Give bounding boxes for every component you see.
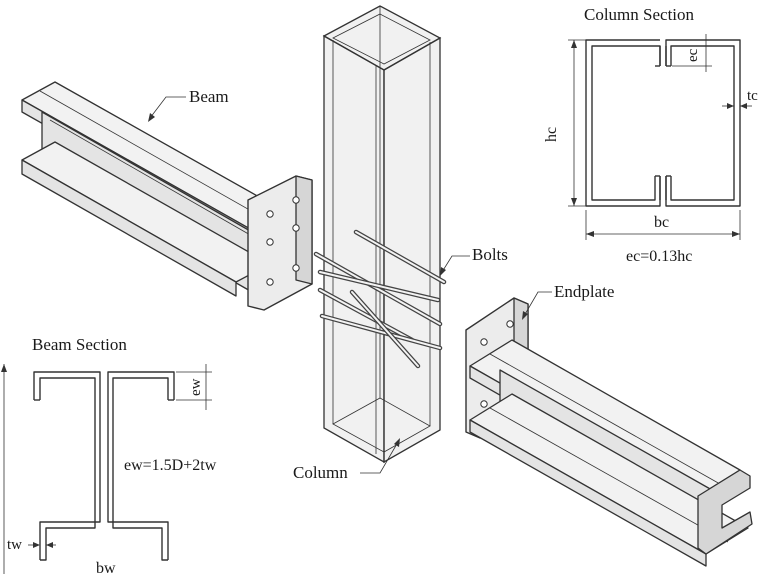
bolts bbox=[313, 229, 447, 369]
tw-label: tw bbox=[7, 537, 22, 553]
bolt-hole bbox=[292, 224, 300, 232]
beam-label: Beam bbox=[189, 87, 229, 106]
beam-section-formula: ew=1.5D+2tw bbox=[124, 457, 217, 474]
bolt-hole bbox=[480, 400, 488, 408]
hc-label: hc bbox=[543, 127, 560, 142]
column-section: Column Section hc bc ec bbox=[543, 5, 758, 265]
column-section-formula: ec=0.13hc bbox=[626, 248, 692, 265]
bolt-hole bbox=[266, 210, 274, 218]
bolt-hole bbox=[266, 238, 274, 246]
bc-label: bc bbox=[654, 214, 669, 231]
beam-section: Beam Section ew tw bw ew=1.5D+2tw bbox=[1, 335, 217, 574]
column bbox=[313, 5, 447, 464]
bolt-hole bbox=[292, 264, 300, 272]
column-label: Column bbox=[293, 463, 348, 482]
ec-label: ec bbox=[685, 48, 701, 62]
column-section-title: Column Section bbox=[584, 5, 695, 24]
bolt-hole bbox=[506, 320, 514, 328]
bolt-hole bbox=[292, 196, 300, 204]
bolt-hole bbox=[480, 338, 488, 346]
left-beam bbox=[21, 81, 313, 311]
bolts-label: Bolts bbox=[472, 245, 508, 264]
bw-label: bw bbox=[96, 560, 116, 574]
beam-section-title: Beam Section bbox=[32, 335, 127, 354]
tc-label: tc bbox=[747, 88, 758, 104]
endplate-label: Endplate bbox=[554, 282, 614, 301]
ew-label: ew bbox=[188, 378, 204, 396]
bolt-hole bbox=[266, 278, 274, 286]
right-beam bbox=[465, 297, 753, 567]
